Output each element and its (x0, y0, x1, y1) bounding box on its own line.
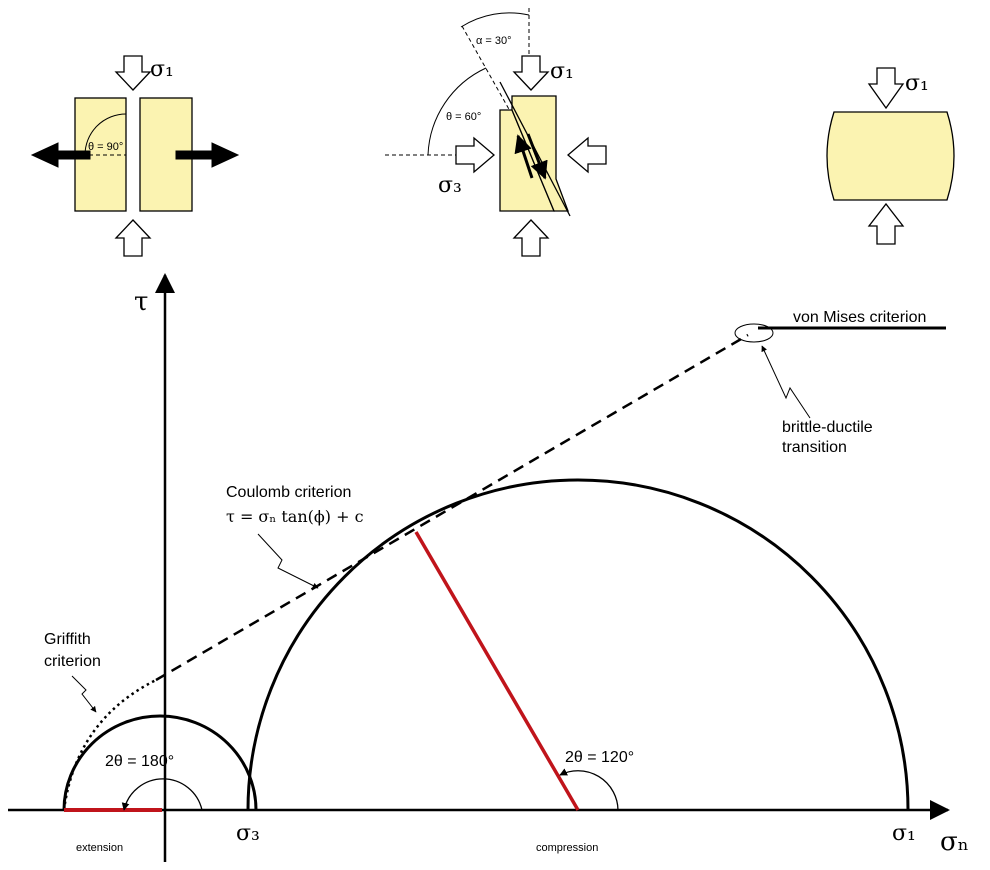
brittle-ductile-label-1: brittle-ductile (782, 419, 873, 436)
compression-radius (414, 531, 580, 811)
ductile-arrow-bottom (867, 202, 905, 245)
tension-arrow-left (30, 142, 91, 168)
extension-label: extension (76, 842, 123, 854)
sigma1-arrow-top (512, 55, 550, 91)
fault-trace-extension (461, 25, 533, 151)
alpha-arc (460, 12, 530, 28)
alpha-label: α = 30° (476, 35, 512, 47)
ductile-arrow-top (867, 67, 905, 110)
sigma3-label-coulomb: σ₃ (438, 173, 462, 198)
sigma3-arrow-left (455, 136, 496, 174)
sigma1-label-coulomb: σ₁ (550, 59, 574, 84)
theta-label-coulomb: θ = 60° (446, 111, 481, 123)
sigma1-arrow-bottom (512, 219, 550, 257)
sigma3-axis-label: σ₃ (236, 821, 260, 846)
angle-arc-180 (121, 778, 203, 811)
griffith-label-2: criterion (44, 653, 101, 670)
theta-label: θ = 90° (88, 141, 123, 153)
panel-extension: θ = 90° σ₁ (30, 55, 240, 257)
von-mises-label: von Mises criterion (793, 309, 926, 326)
sigma3-arrow-right (566, 136, 607, 174)
theta-arc (84, 113, 127, 156)
angle-label-180: 2θ = 180° (105, 753, 174, 770)
coulomb-leader (257, 533, 319, 589)
slip-arrow-1 (514, 134, 534, 179)
transition-ellipse (734, 323, 774, 343)
mohr-diagram: τ σₙ 2θ = 180° 2θ = 120° σ₃ σ₁ extension… (8, 273, 969, 862)
sigma1-label-ductile: σ₁ (905, 71, 929, 96)
brittle-ductile-label-2: transition (782, 439, 847, 456)
angle-arc-120 (559, 768, 619, 811)
compression-arrow-bottom (114, 219, 152, 257)
theta-arc-coulomb (427, 67, 487, 156)
brittle-ductile-leader (761, 345, 811, 419)
tau-axis-label: τ (134, 287, 148, 317)
coulomb-label-2: τ = σₙ tan(ϕ) + c (226, 507, 364, 526)
coulomb-label-1: Coulomb criterion (226, 484, 351, 501)
compression-arrow-top (114, 55, 152, 91)
sigma1-axis-label: σ₁ (892, 821, 916, 846)
large-mohr-circle (246, 478, 910, 811)
griffith-label-1: Griffith (44, 631, 91, 648)
barrel-specimen (826, 111, 955, 201)
griffith-envelope (62, 678, 157, 811)
sigma-n-axis-label: σₙ (940, 827, 969, 857)
panel-coulomb: α = 30° θ = 60° σ₁ σ₃ (385, 8, 607, 257)
tension-arrow-right (175, 142, 240, 168)
griffith-leader (71, 675, 97, 713)
angle-label-120: 2θ = 120° (565, 749, 634, 766)
coulomb-envelope (155, 333, 749, 682)
slip-arrow-2 (526, 133, 548, 180)
sigma1-label: σ₁ (150, 57, 174, 82)
compression-label: compression (536, 842, 598, 854)
panel-ductile: σ₁ (826, 67, 955, 245)
